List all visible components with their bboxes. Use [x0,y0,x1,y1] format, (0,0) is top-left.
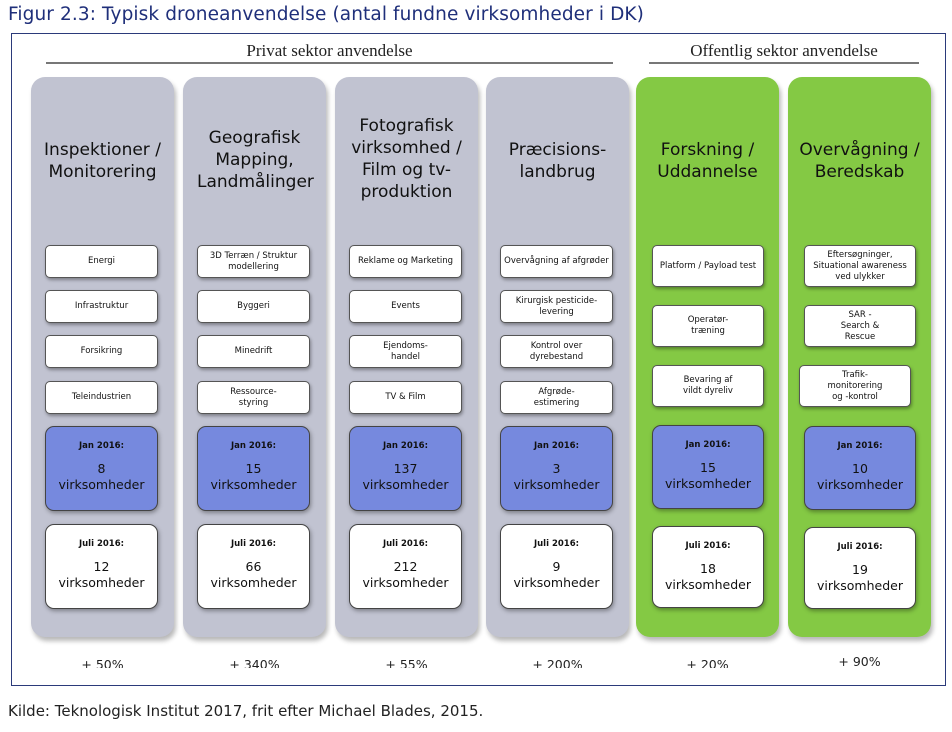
jul-2016-count-box: Juli 2016: 12 virksomheder [45,524,158,609]
jul-unit: virksomheder [817,578,903,593]
jan-label: Jan 2016: [383,441,428,451]
use-case-box: Minedrift [197,335,310,368]
jul-label: Juli 2016: [685,541,731,551]
jul-unit: virksomheder [58,575,145,590]
jul-value: 212 [393,559,418,574]
jul-unit: virksomheder [362,575,449,590]
column-forskning-uddannelse: Forskning / Uddannelse Platform / Payloa… [636,77,779,637]
jul-unit: virksomheder [513,575,600,590]
jan-2016-count-box: Jan 2016: 137 virksomheder [349,426,462,511]
use-case-box: Operatør-træning [652,305,764,347]
use-case-box: Energi [45,245,158,278]
column-inspektioner: Inspektioner / Monitorering Energi Infra… [31,77,174,637]
use-case-box: Events [349,290,462,323]
public-sector-underline [649,62,919,64]
column-title: Geografisk Mapping, Landmålinger [197,128,314,192]
jan-value: 3 [552,461,561,476]
growth-percent: + 20% [686,657,729,668]
use-case-box: Afgrøde-estimering [500,381,613,414]
jan-unit: virksomheder [58,477,145,492]
jul-unit: virksomheder [210,575,297,590]
jul-value: 19 [852,562,868,577]
jul-value: 9 [552,559,561,574]
use-case-box: Forsikring [45,335,158,368]
jan-value: 10 [852,461,868,476]
jan-2016-count-box: Jan 2016: 10 virksomheder [804,426,916,510]
jan-unit: virksomheder [665,476,751,491]
column-title: Overvågning / Beredskab [799,140,920,182]
jan-label: Jan 2016: [837,441,883,451]
column-title: Inspektioner / Monitorering [44,140,161,182]
private-sector-underline [46,62,613,64]
jan-label: Jan 2016: [79,441,124,451]
use-case-box: Platform / Payload test [652,245,764,287]
column-fotografisk-virksomhed: Fotografisk virksomhed / Film og tv-prod… [335,77,478,637]
column-title: Præcisions-landbrug [508,140,607,182]
figure-title: Figur 2.3: Typisk droneanvendelse (antal… [8,4,644,25]
jan-unit: virksomheder [817,477,903,492]
jul-2016-count-box: Juli 2016: 212 virksomheder [349,524,462,609]
jul-2016-count-box: Juli 2016: 66 virksomheder [197,524,310,609]
jan-value: 15 [245,461,262,476]
private-sector-heading: Privat sektor anvendelse [246,41,413,60]
use-case-box: Eftersøgninger, Situational awareness ve… [804,245,916,287]
use-case-box: Kontrol over dyrebestand [500,335,613,368]
use-case-box: SAR - Search & Rescue [804,305,916,347]
jul-label: Juli 2016: [230,539,277,549]
use-case-box: TV & Film [349,381,462,414]
column-title: Fotografisk virksomhed / Film og tv-prod… [351,116,462,202]
growth-percent: + 200% [532,657,583,668]
jul-label: Juli 2016: [78,539,125,549]
use-case-box: Bevaring af vildt dyreliv [652,365,764,407]
use-case-box: Overvågning af afgrøder [500,245,613,278]
growth-percent: + 90% [838,654,881,669]
use-case-box: Infrastruktur [45,290,158,323]
use-case-box: Byggeri [197,290,310,323]
jul-unit: virksomheder [665,577,751,592]
jan-unit: virksomheder [210,477,297,492]
use-case-box: Kirurgisk pesticide-levering [500,290,613,323]
use-case-box: Trafik-monitorering og -kontrol [799,365,911,407]
growth-percent: + 340% [229,657,280,668]
use-case-box: 3D Terræn / Struktur modellering [197,245,310,278]
use-case-box: Ejendoms-handel [349,335,462,368]
jan-2016-count-box: Jan 2016: 8 virksomheder [45,426,158,511]
jan-value: 15 [700,460,716,475]
column-title: Forskning / Uddannelse [657,140,758,182]
jul-2016-count-box: Juli 2016: 9 virksomheder [500,524,613,609]
jul-value: 18 [700,561,716,576]
source-caption: Kilde: Teknologisk Institut 2017, frit e… [8,702,484,720]
jul-label: Juli 2016: [382,539,429,549]
growth-percent: + 55% [385,657,428,668]
jul-2016-count-box: Juli 2016: 18 virksomheder [652,526,764,608]
jan-label: Jan 2016: [231,441,276,451]
jan-unit: virksomheder [362,477,449,492]
use-case-box: Reklame og Marketing [349,245,462,278]
jan-unit: virksomheder [513,477,600,492]
use-case-box: Ressource-styring [197,381,310,414]
column-praecisionslandbrug: Præcisions-landbrug Overvågning af afgrø… [486,77,629,637]
use-case-box: Teleindustrien [45,381,158,414]
jan-2016-count-box: Jan 2016: 15 virksomheder [197,426,310,511]
public-sector-heading: Offentlig sektor anvendelse [690,41,878,60]
growth-percent: + 50% [81,657,124,668]
jan-value: 137 [393,461,418,476]
jul-label: Juli 2016: [533,539,580,549]
column-overvaagning-beredskab: Overvågning / Beredskab Eftersøgninger, … [788,77,931,637]
jan-value: 8 [97,461,106,476]
jul-2016-count-box: Juli 2016: 19 virksomheder [804,527,916,609]
jan-label: Jan 2016: [685,440,731,450]
jan-2016-count-box: Jan 2016: 15 virksomheder [652,425,764,509]
jul-label: Juli 2016: [837,542,883,552]
jan-label: Jan 2016: [534,441,579,451]
jul-value: 66 [245,559,262,574]
column-geografisk-mapping: Geografisk Mapping, Landmålinger 3D Terr… [183,77,326,637]
jul-value: 12 [93,559,110,574]
jan-2016-count-box: Jan 2016: 3 virksomheder [500,426,613,511]
